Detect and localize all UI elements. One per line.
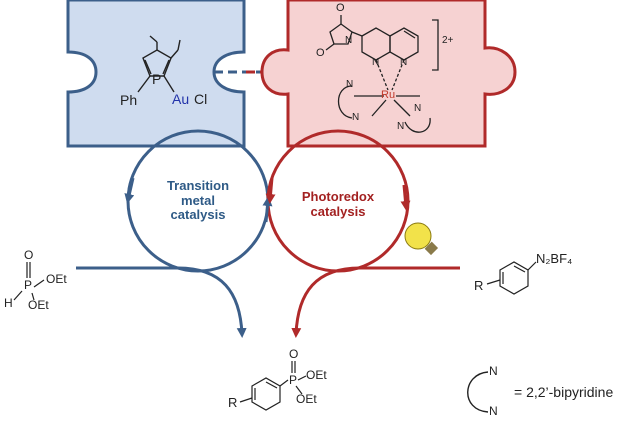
phosphorus-label: P <box>152 71 162 87</box>
legend-n-top: N <box>489 364 498 378</box>
gold-label: Au <box>172 91 190 107</box>
product-oet-2: OEt <box>296 392 317 406</box>
cycle-left-line2: metal <box>181 192 215 208</box>
ruthenium-label: Ru <box>381 89 396 101</box>
cycle-right-line1: Photoredox <box>301 189 375 204</box>
cycle-right-line2: catalysis <box>310 203 366 219</box>
legend-n-bottom: N <box>489 404 498 418</box>
blue-puzzle-piece <box>66 0 246 148</box>
product-o: O <box>289 347 299 361</box>
product-structure <box>239 361 307 411</box>
charge-label: 2+ <box>442 35 454 46</box>
carbonyl-o-top: O <box>336 2 345 14</box>
legend-definition: = 2,2’-bipyridine <box>514 384 614 400</box>
product-r: R <box>228 395 238 410</box>
ligand-n-right: N <box>414 103 422 114</box>
phosphite-o: O <box>24 248 34 262</box>
phosphite-feed-arrow <box>76 266 247 338</box>
maleimide-n: N <box>345 35 353 46</box>
phenyl-label: Ph <box>120 92 138 108</box>
phosphite-p: P <box>24 278 33 292</box>
light-bulb-icon <box>404 222 439 256</box>
phosphite-oet-2: OEt <box>28 298 49 312</box>
blue-cycle-arrow-right <box>262 196 273 223</box>
red-cycle-arrow-right <box>400 184 411 211</box>
pyridine-n-1: N <box>372 57 380 68</box>
red-cycle-arrow-left <box>265 177 276 204</box>
diazonium-feed-arrow <box>291 266 460 338</box>
diazonium-structure <box>486 261 537 295</box>
photoredox-catalysis-label: Photoredox catalysis <box>282 189 394 219</box>
ligand-n-left-top: N <box>346 79 354 90</box>
pyridine-n-2: N <box>400 57 408 68</box>
ru-complex-structure <box>325 15 439 133</box>
transition-metal-catalysis-label: Transition metal catalysis <box>150 178 246 223</box>
ligand-n-left-bottom: N <box>352 112 360 123</box>
diazonium-group: N₂BF₄ <box>536 251 573 266</box>
cycle-left-line1: Transition <box>166 178 230 193</box>
bipyridine-legend-arc <box>467 371 489 413</box>
ligand-n-bottom: N <box>397 121 405 132</box>
product-p: P <box>289 373 298 387</box>
chloride-label: Cl <box>194 91 208 107</box>
product-oet-1: OEt <box>306 368 327 382</box>
blue-cycle-arrow-left <box>124 177 135 204</box>
phosphite-h: H <box>4 296 13 310</box>
phosphole-structure <box>137 35 181 93</box>
diazonium-r: R <box>474 278 484 293</box>
phosphite-oet-1: OEt <box>46 272 67 286</box>
phosphite-structure <box>13 262 45 301</box>
red-puzzle-piece <box>260 0 517 148</box>
carbonyl-o-bottom: O <box>316 47 325 59</box>
cycle-left-line3: catalysis <box>170 207 226 223</box>
